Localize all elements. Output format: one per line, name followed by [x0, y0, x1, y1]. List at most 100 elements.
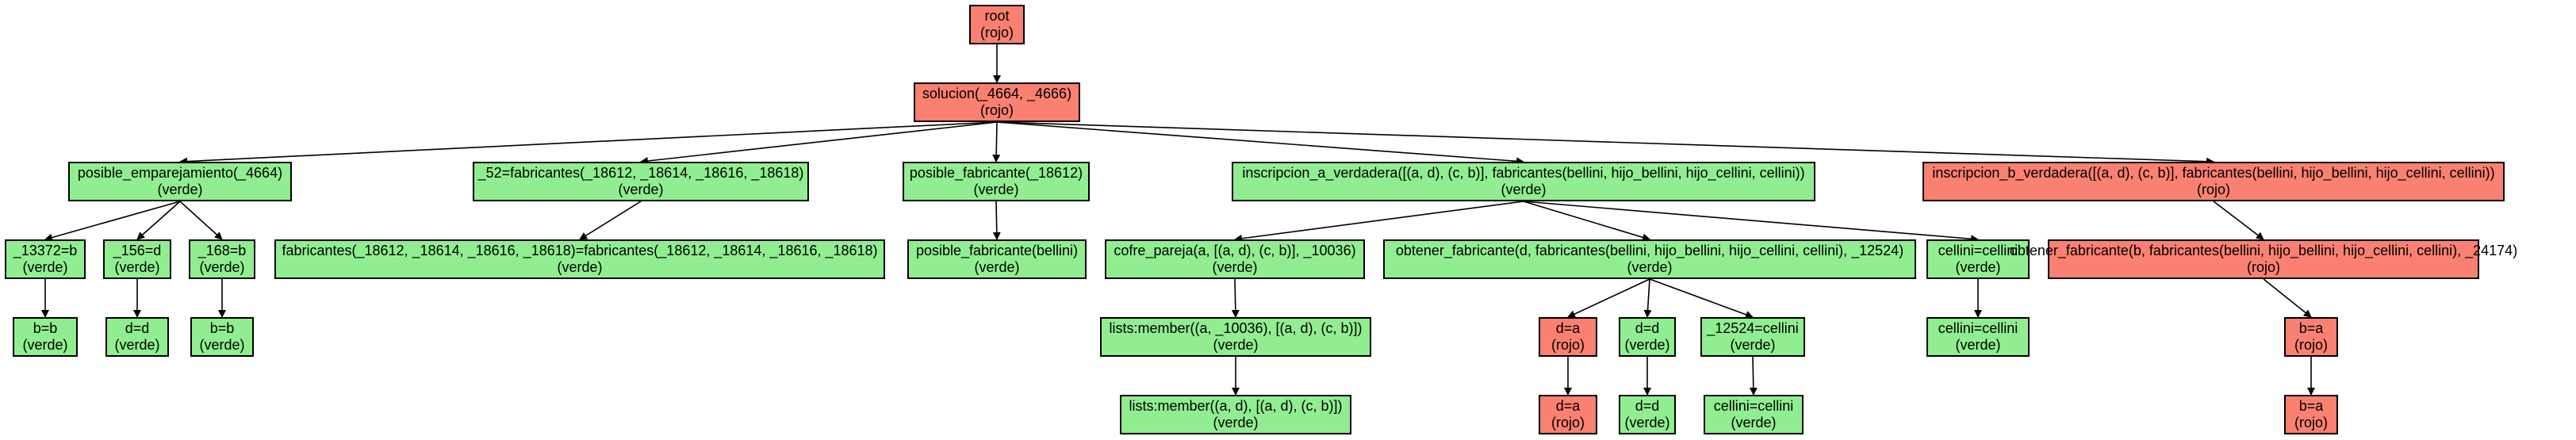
tree-node-ofb: obtener_fabricante(b, fabricantes(bellin… — [2010, 239, 2517, 279]
tree-node-ba2: b=a(rojo) — [2284, 395, 2338, 434]
node-label: d=a — [1555, 398, 1581, 414]
tree-node-dd3: d=d(verde) — [1619, 395, 1676, 434]
node-label: _12524=cellini — [1707, 320, 1799, 336]
node-status: (verde) — [1501, 182, 1547, 197]
node-status: (rojo) — [979, 102, 1014, 118]
node-status: (verde) — [618, 182, 664, 197]
node-status: (verde) — [114, 337, 160, 353]
tree-node-iav: inscripcion_a_verdadera([(a, d), (c, b)]… — [1232, 162, 1815, 201]
tree-node-ibv: inscripcion_b_verdadera([(a, d), (c, b)]… — [1922, 162, 2505, 201]
node-status: (verde) — [1213, 337, 1259, 353]
tree-node-cc3: cellini=cellini(verde) — [1704, 395, 1804, 434]
tree-node-cc1: cellini=cellini(verde) — [1926, 239, 2030, 279]
node-label: inscripcion_b_verdadera([(a, d), (c, b)]… — [1932, 165, 2495, 181]
tree-node-lm2: lists:member((a, d), [(a, d), (c, b)])(v… — [1120, 395, 1351, 434]
edge-pe-n156 — [136, 201, 181, 240]
tree-node-fabeq: fabricantes(_18612, _18614, _18616, _186… — [274, 239, 885, 279]
node-label: _52=fabricantes(_18612, _18614, _18616, … — [477, 165, 804, 181]
edge-sol-pe — [179, 121, 998, 166]
tree-node-pe: posible_emparejamiento(_4664)(verde) — [68, 162, 292, 201]
node-label: lists:member((a, _10036), [(a, d), (c, b… — [1109, 320, 1363, 336]
node-status: (verde) — [974, 259, 1020, 275]
edge-pf-pfb — [992, 201, 1001, 240]
node-status: (verde) — [199, 259, 245, 275]
node-status: (verde) — [1624, 415, 1670, 430]
node-label: cofre_pareja(a, [(a, d), (c, b)], _10036… — [1114, 243, 1356, 258]
node-status: (rojo) — [2246, 259, 2280, 275]
tree-node-n168: _168=b(verde) — [189, 239, 255, 279]
node-label: _13372=b — [13, 243, 78, 258]
node-status: (rojo) — [2294, 415, 2328, 430]
node-status: (rojo) — [1551, 337, 1585, 353]
tree-node-root: root(rojo) — [969, 5, 1025, 44]
node-status: (rojo) — [2294, 337, 2328, 353]
tree-node-da2: d=a(rojo) — [1539, 395, 1597, 434]
node-status: (verde) — [973, 182, 1019, 197]
node-label: _168=b — [197, 243, 247, 258]
tree-node-bb2: b=b(verde) — [190, 317, 254, 357]
tree-node-n156: _156=d(verde) — [103, 239, 171, 279]
edge-iav-ofd — [1523, 201, 1650, 242]
tree-node-f52: _52=fabricantes(_18612, _18614, _18616, … — [473, 162, 809, 201]
node-label: cellini=cellini — [1713, 398, 1794, 414]
node-status: (verde) — [22, 337, 68, 353]
node-status: (verde) — [1212, 259, 1258, 275]
edge-ofd-da1 — [1567, 278, 1650, 318]
node-status: (verde) — [1730, 337, 1776, 353]
node-label: b=b — [33, 320, 58, 336]
tree-node-bb1: b=b(verde) — [13, 317, 78, 357]
node-status: (verde) — [1624, 337, 1670, 353]
node-status: (verde) — [22, 259, 68, 275]
node-status: (verde) — [199, 337, 245, 353]
node-status: (verde) — [557, 259, 603, 275]
node-label: cellini=cellini — [1938, 243, 2018, 258]
node-label: d=d — [1635, 320, 1660, 336]
node-label: obtener_fabricante(d, fabricantes(bellin… — [1395, 243, 1904, 258]
edge-sol-f52 — [640, 121, 998, 165]
edge-iav-cp — [1234, 201, 1524, 243]
tree-node-dd1: d=d(verde) — [105, 317, 169, 357]
node-label: root — [984, 8, 1010, 24]
node-status: (verde) — [1955, 259, 2001, 275]
node-label: lists:member((a, d), [(a, d), (c, b)]) — [1129, 398, 1343, 414]
edge-ofd-dd2 — [1643, 278, 1652, 318]
node-label: posible_fabricante(_18612) — [909, 165, 1083, 181]
tree-node-n13372: _13372=b(verde) — [5, 239, 86, 279]
edge-iav-cc1 — [1523, 201, 1979, 243]
node-label: d=a — [1555, 320, 1581, 336]
tree-node-dd2: d=d(verde) — [1619, 317, 1676, 357]
edge-ofd-n12524 — [1649, 278, 1754, 319]
node-label: cellini=cellini — [1938, 320, 2018, 336]
tree-node-cp: cofre_pareja(a, [(a, d), (c, b)], _10036… — [1105, 239, 1365, 279]
edge-n12524-cc3 — [1749, 356, 1758, 396]
node-label: obtener_fabricante(b, fabricantes(bellin… — [2009, 243, 2518, 258]
node-label: posible_emparejamiento(_4664) — [77, 165, 283, 181]
node-status: (verde) — [1955, 337, 2001, 353]
node-status: (rojo) — [979, 25, 1014, 40]
tree-node-da1: d=a(rojo) — [1539, 317, 1597, 357]
tree-node-ba1: b=a(rojo) — [2284, 317, 2338, 357]
tree-node-ofd: obtener_fabricante(d, fabricantes(bellin… — [1383, 239, 1916, 279]
edge-sol-iav — [996, 121, 1524, 166]
tree-node-n12524: _12524=cellini(verde) — [1700, 317, 1805, 357]
node-status: (verde) — [1627, 259, 1673, 275]
tree-node-pf: posible_fabricante(_18612)(verde) — [903, 162, 1090, 201]
node-label: inscripcion_a_verdadera([(a, d), (c, b)]… — [1242, 165, 1805, 181]
node-label: d=d — [1635, 398, 1660, 414]
node-status: (verde) — [157, 182, 203, 197]
tree-node-cc2: cellini=cellini(verde) — [1926, 317, 2030, 357]
node-status: (rojo) — [2196, 182, 2230, 197]
edge-sol-ibv — [996, 121, 2214, 166]
node-label: b=a — [2298, 320, 2324, 336]
node-label: d=d — [125, 320, 150, 336]
edge-sol-pf — [992, 121, 1001, 163]
edge-cp-lm1 — [1231, 278, 1240, 318]
tree-node-pfb: posible_fabricante(bellini)(verde) — [907, 239, 1087, 279]
edge-pe-n168 — [179, 201, 223, 240]
edge-f52-fabeq — [579, 201, 642, 240]
tree-node-lm1: lists:member((a, _10036), [(a, d), (c, b… — [1100, 317, 1371, 357]
node-status: (verde) — [1213, 415, 1259, 430]
node-label: solucion(_4664, _4666) — [922, 86, 1072, 101]
